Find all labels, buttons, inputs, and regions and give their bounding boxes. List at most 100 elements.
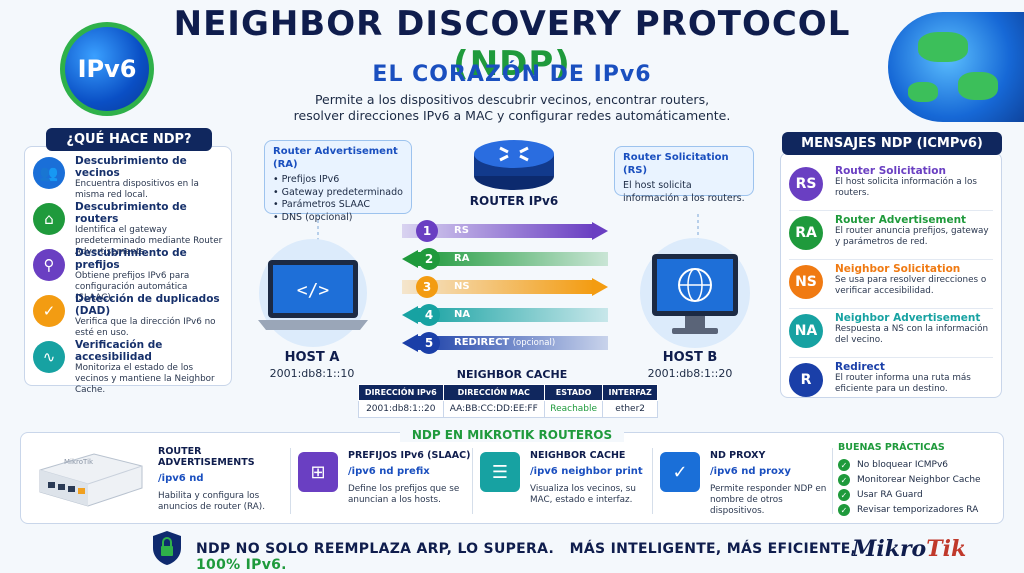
flow-label: REDIRECT (opcional) [454, 336, 555, 350]
router-label: ROUTER IPv6 [469, 194, 559, 208]
check-icon: ✓ [838, 504, 850, 516]
mikrotik-heading: NDP EN MIKROTIK ROUTEROS [400, 428, 624, 442]
divider [290, 448, 291, 514]
section-router-advertisements: ROUTER ADVERTISEMENTS /ipv6 nd Habilita … [158, 446, 286, 513]
description-line-2: resolver direcciones IPv6 a MAC y config… [293, 108, 731, 123]
section-desc: Visualiza los vecinos, su MAC, estado e … [530, 484, 636, 505]
feature-title: Descubrimiento de vecinos [75, 155, 187, 179]
arrow-right-icon [592, 222, 608, 240]
ra-item-text: Parámetros SLAAC [281, 199, 371, 210]
message-list: RS Router Solicitation El host solicita … [789, 165, 993, 407]
best-practice-text: Usar RA Guard [857, 490, 923, 500]
list-item: • DNS (opcional) [273, 211, 353, 223]
mikrotik-logo: MikroTik [852, 536, 966, 562]
flow-arrow: 5 REDIRECT (opcional) [402, 332, 608, 354]
flow-label-text: NA [454, 309, 471, 320]
shield-check-icon: ✓ [33, 295, 65, 327]
rs-bubble: Router Solicitation (RS) El host solicit… [614, 146, 754, 204]
feature-title: Descubrimiento de prefijos [75, 247, 187, 271]
ra-item-text: Gateway predeterminado [281, 186, 403, 198]
message-desc: El router anuncia prefijos, gateway y pa… [835, 226, 989, 247]
column-header: INTERFAZ [602, 384, 658, 401]
flow-arrow: 3 NS [402, 276, 608, 298]
feature-desc: Obtiene prefijos IPv6 para configuración… [75, 271, 190, 303]
flow-arrow: 1 RS [402, 220, 608, 242]
page-title: NEIGHBOR DISCOVERY PROTOCOL (NDP) [160, 4, 864, 84]
flow-arrow: 2 RA [402, 248, 608, 270]
feature-desc: Verifica que la dirección IPv6 no esté e… [75, 317, 216, 338]
feature-desc: Identifica el gateway predeterminado med… [75, 225, 223, 257]
list-item: • Gateway predeterminado [273, 186, 403, 198]
globe-icon [888, 12, 1024, 122]
ndp-messages-heading: MENSAJES NDP (ICMPv6) [782, 132, 1002, 155]
ra-bubble-items: • Prefijos IPv6• Gateway predeterminado•… [273, 174, 403, 224]
ra-item-text: DNS (opcional) [281, 211, 353, 223]
message-desc: Se usa para resolver direcciones o verif… [835, 275, 987, 296]
footer-text-accent: 100% IPv6. [196, 557, 287, 573]
check-icon: ✓ [838, 459, 850, 471]
list-item: • Parámetros SLAAC [273, 199, 371, 210]
arrow-left-icon [402, 250, 418, 268]
list-item: RA Router Advertisement El router anunci… [789, 214, 993, 260]
footer-text-main: NDP NO SOLO REEMPLAZA ARP, LO SUPERA. MÁ… [196, 541, 857, 557]
list-item: 👥 Descubrimiento de vecinos Encuentra di… [33, 155, 223, 200]
flow-bar [402, 280, 594, 294]
message-title: Router Advertisement [835, 214, 967, 226]
message-title: Neighbor Solicitation [835, 263, 961, 275]
feature-list: 👥 Descubrimiento de vecinos Encuentra di… [33, 155, 223, 395]
host-a-label: HOST A [284, 350, 340, 365]
divider [832, 448, 833, 514]
user-list-icon: ☰ [480, 452, 520, 492]
pulse-icon: ∿ [33, 341, 65, 373]
flow-label-extra: (opcional) [512, 338, 556, 348]
message-badge: NS [789, 265, 823, 299]
rs-bubble-desc: El host solicita información a los route… [623, 180, 745, 204]
ipv6-logo-text: IPv6 [77, 55, 137, 83]
host-a-laptop-icon: </> [258, 239, 368, 347]
feature-title: Verificación de accesibilidad [75, 339, 163, 363]
neighbor-cache-title: NEIGHBOR CACHE [456, 368, 568, 381]
feature-title: Descubrimiento de routers [75, 201, 187, 225]
host-b-monitor-icon [640, 238, 750, 348]
page-description: Permite a los dispositivos descubrir vec… [290, 92, 734, 124]
flow-arrow: 4 NA [402, 304, 608, 326]
section-desc: Define los prefijos que se anuncian a lo… [348, 484, 460, 505]
divider [472, 448, 473, 514]
list-item: ✓Monitorear Neighbor Cache [838, 474, 998, 486]
check-icon: ✓ [838, 489, 850, 501]
message-desc: Respuesta a NS con la información del ve… [835, 324, 989, 345]
host-a-ip: 2001:db8:1::10 [269, 367, 355, 380]
section-desc: Permite responder NDP en nombre de otros… [710, 484, 827, 516]
message-title: Redirect [835, 361, 885, 373]
flow-label-text: RS [454, 225, 469, 236]
flow-label: RA [454, 252, 469, 266]
list-item: ✓Revisar temporizadores RA [838, 504, 998, 516]
list-item: R Redirect El router informa una ruta má… [789, 361, 993, 407]
section-command: /ipv6 nd proxy [710, 466, 791, 477]
router-icon [474, 140, 554, 190]
column-header: DIRECCIÓN MAC [442, 384, 545, 401]
flow-label: NA [454, 308, 470, 322]
list-item: ∿ Verificación de accesibilidad Monitori… [33, 339, 223, 395]
arrow-right-icon [592, 278, 608, 296]
section-desc: Habilita y configura los anuncios de rou… [158, 491, 266, 512]
ndp-messages-panel: RS Router Solicitation El host solicita … [780, 152, 1002, 398]
feature-desc: Encuentra dispositivos en la misma red l… [75, 179, 199, 200]
shield-icon: ✓ [660, 452, 700, 492]
table-cell: ether2 [602, 400, 658, 418]
flow-bar [416, 308, 608, 322]
message-badge: RS [789, 167, 823, 201]
list-item: • Prefijos IPv6 [273, 174, 340, 185]
host-b-ip: 2001:db8:1::20 [647, 367, 733, 380]
flow-number: 2 [418, 248, 440, 270]
mikrotik-section: NEIGHBOR CACHE /ipv6 neighbor print Visu… [530, 450, 654, 506]
footer-tagline: NDP NO SOLO REEMPLAZA ARP, LO SUPERA. MÁ… [196, 541, 856, 573]
flow-label-text: REDIRECT [454, 337, 510, 348]
flow-label-text: NS [454, 281, 470, 292]
page-subtitle: EL CORAZÓN DE IPv6 [372, 62, 652, 87]
table-cell: AA:BB:CC:DD:EE:FF [442, 400, 545, 418]
logo-mikro: Mikro [852, 536, 927, 562]
best-practice-text: No bloquear ICMPv6 [857, 460, 949, 470]
